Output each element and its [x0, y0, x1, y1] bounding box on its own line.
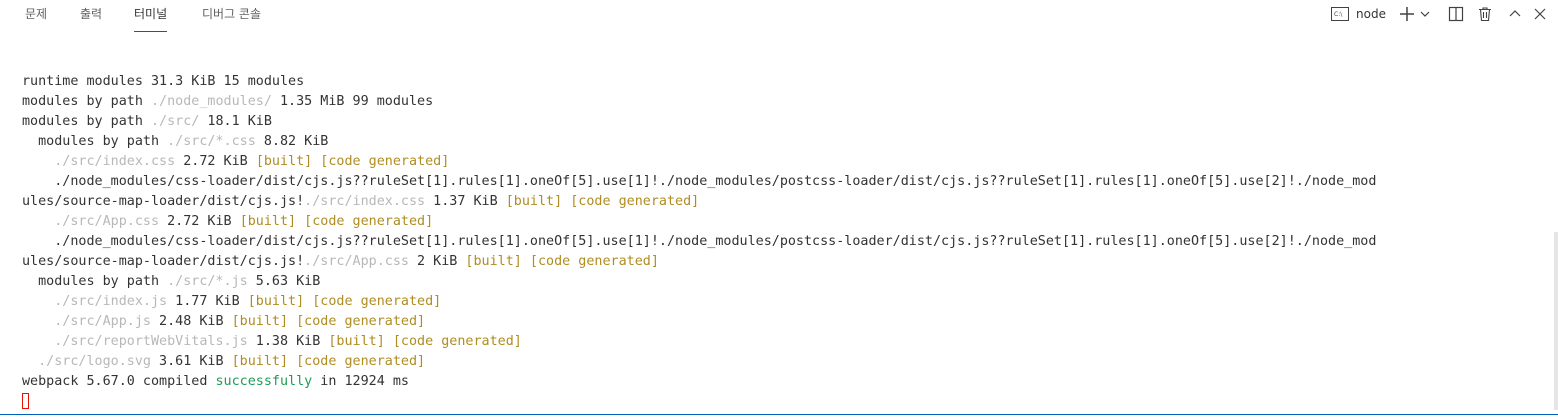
terminal-text: 8.82 KiB — [255, 134, 329, 149]
terminal-text: 1.37 KiB — [425, 194, 506, 209]
terminal-line: ./src/index.js 1.77 KiB [built] [code ge… — [22, 292, 1542, 312]
chevron-down-icon[interactable] — [1418, 4, 1432, 24]
terminal-line: modules by path ./src/ 18.1 KiB — [22, 112, 1542, 132]
panel-bottom-border — [0, 414, 1558, 415]
terminal-text: [built] [code generated] — [231, 314, 426, 329]
tab-problems[interactable]: 문제 — [25, 7, 48, 21]
tab-output[interactable]: 출력 — [80, 7, 103, 21]
terminal-line: ules/source-map-loader/dist/cjs.js!./src… — [22, 192, 1542, 212]
terminal-text: ./src/*.js — [167, 274, 248, 289]
terminal-line: ./src/App.js 2.48 KiB [built] [code gene… — [22, 312, 1542, 332]
terminal-text — [22, 154, 54, 169]
terminal-text: 18.1 KiB — [199, 114, 272, 129]
terminal-text: runtime modules 31.3 KiB 15 modules — [22, 74, 305, 89]
terminal-text: ./node_modules/ — [151, 94, 272, 109]
svg-text:C:\: C:\ — [1334, 11, 1343, 18]
terminal-text: [built] [code generated] — [328, 334, 522, 349]
trash-icon[interactable] — [1475, 4, 1495, 24]
plus-icon[interactable] — [1397, 4, 1417, 24]
terminal-text: ./node_modules/css-loader/dist/cjs.js??r… — [22, 174, 1377, 189]
terminal-text: [built] [code generated] — [231, 354, 426, 369]
terminal-line: modules by path ./node_modules/ 1.35 MiB… — [22, 92, 1542, 112]
terminal-line: ./node_modules/css-loader/dist/cjs.js??r… — [22, 232, 1542, 252]
terminal-text: 2.72 KiB — [159, 214, 240, 229]
tab-debug-console[interactable]: 디버그 콘솔 — [202, 7, 262, 21]
terminal-line: ./src/reportWebVitals.js 1.38 KiB [built… — [22, 332, 1542, 352]
terminal-text: 2.48 KiB — [151, 314, 232, 329]
terminal-text: ./src/App.css — [304, 254, 409, 269]
terminal-output[interactable]: runtime modules 31.3 KiB 15 modules modul… — [22, 72, 1542, 412]
terminal-line: runtime modules 31.3 KiB 15 modules — [22, 72, 1542, 92]
terminal-cursor — [22, 393, 29, 409]
terminal-text: 3.61 KiB — [151, 354, 232, 369]
terminal-text: [built] [code generated] — [239, 214, 434, 229]
terminal-line: ./node_modules/css-loader/dist/cjs.js??r… — [22, 172, 1542, 192]
terminal-text: modules by path — [22, 94, 151, 109]
terminal-text: 2.72 KiB — [175, 154, 256, 169]
panel-tab-bar: 문제 출력 터미널 디버그 콘솔 C:\ node — [0, 0, 1558, 32]
terminal-text: ./src/*.css — [167, 134, 256, 149]
terminal-text: modules by path — [22, 134, 168, 149]
terminal-text — [22, 314, 54, 329]
terminal-line: ./src/index.css 2.72 KiB [built] [code g… — [22, 152, 1542, 172]
terminal-text: modules by path — [22, 114, 151, 129]
terminal-text: in 12924 ms — [312, 374, 409, 389]
split-terminal-icon[interactable] — [1446, 4, 1466, 24]
terminal-text: 1.38 KiB — [247, 334, 329, 349]
terminal-text: successfully — [215, 374, 313, 389]
terminal-text: modules by path — [22, 274, 168, 289]
terminal-text: ./src/reportWebVitals.js — [54, 334, 248, 349]
terminal-text: [built] [code generated] — [247, 294, 442, 309]
terminal-text: ./src/ — [151, 114, 200, 129]
terminal-text: [built] [code generated] — [505, 194, 700, 209]
terminal-text: 5.63 KiB — [247, 274, 321, 289]
terminal-text: ./node_modules/css-loader/dist/cjs.js??r… — [22, 234, 1377, 249]
terminal-text: ./src/index.css — [54, 154, 176, 169]
terminal-scrollbar[interactable] — [1554, 232, 1558, 410]
terminal-text: ./src/App.css — [54, 214, 160, 229]
terminal-line: modules by path ./src/*.css 8.82 KiB — [22, 132, 1542, 152]
terminal-text — [22, 354, 38, 369]
terminal-text: ules/source-map-loader/dist/cjs.js! — [22, 254, 305, 269]
terminal-text — [22, 214, 54, 229]
terminal-text — [22, 334, 54, 349]
terminal-text: ./src/logo.svg — [38, 354, 151, 369]
terminal-text: ./src/App.js — [54, 314, 151, 329]
terminal-node-icon[interactable]: C:\ — [1330, 4, 1350, 24]
terminal-line: ./src/logo.svg 3.61 KiB [built] [code ge… — [22, 352, 1542, 372]
terminal-text: ./src/index.js — [54, 294, 168, 309]
tab-terminal[interactable]: 터미널 — [134, 0, 168, 32]
terminal-line: ./src/App.css 2.72 KiB [built] [code gen… — [22, 212, 1542, 232]
terminal-text: ules/source-map-loader/dist/cjs.js! — [22, 194, 305, 209]
terminal-prompt-line[interactable] — [22, 392, 1542, 412]
chevron-up-icon[interactable] — [1505, 4, 1525, 24]
terminal-text: 1.77 KiB — [167, 294, 248, 309]
terminal-text — [22, 294, 54, 309]
terminal-text: 1.35 MiB 99 modules — [271, 94, 434, 109]
terminal-text: webpack 5.67.0 compiled — [22, 374, 216, 389]
close-icon[interactable] — [1530, 4, 1550, 24]
terminal-line: ules/source-map-loader/dist/cjs.js!./src… — [22, 252, 1542, 272]
terminal-text: [built] [code generated] — [255, 154, 450, 169]
terminal-text: [built] [code generated] — [465, 254, 659, 269]
terminal-line: webpack 5.67.0 compiled successfully in … — [22, 372, 1542, 392]
terminal-name[interactable]: node — [1356, 7, 1386, 21]
terminal-line: modules by path ./src/*.js 5.63 KiB — [22, 272, 1542, 292]
terminal-text: ./src/index.css — [304, 194, 426, 209]
terminal-text: 2 KiB — [408, 254, 466, 269]
